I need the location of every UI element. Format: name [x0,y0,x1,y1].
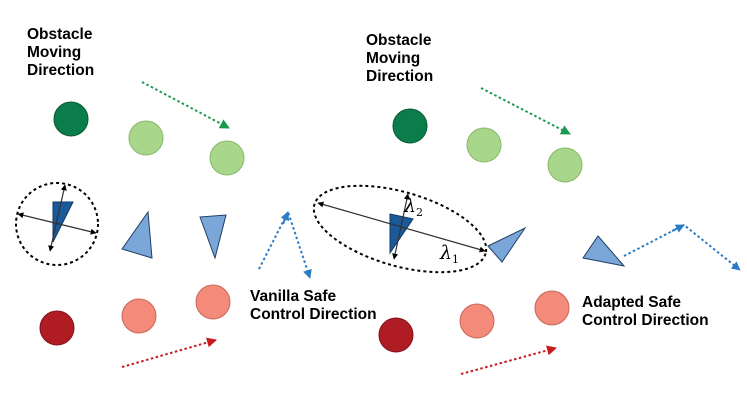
right-agent-dark-triangle [389,213,414,255]
left-obstacle-light-green-2 [209,140,245,176]
right-control-direction-arrow-tip [671,224,685,233]
left-control-direction-arrow-tip [280,211,290,225]
left-safety-circle [15,182,99,266]
right-obstacle-label-line-2: Moving [366,50,421,67]
right-hazard-dark-red [378,317,414,353]
right-obstacle-direction-arrow [480,87,571,135]
vanilla-label-line-1: Vanilla Safe [250,288,337,305]
right-control-direction-arrow [623,223,741,271]
left-agent-light-triangle-1 [121,210,153,259]
left-obstacle-dark-green [53,101,89,137]
right-agent-light-triangle-2 [582,235,626,267]
right-red-direction-arrow [460,345,557,375]
right-axis-lambda2 [392,193,410,260]
left-hazard-light-red-1 [121,298,157,334]
lambda-2-label: λ2 [403,195,423,219]
left-red-direction-arrow [121,337,217,368]
adapted-label-line-2: Control Direction [582,312,709,329]
right-safety-ellipse [312,184,488,274]
left-agent-light-triangle-2 [199,214,227,260]
left-axis-2 [48,184,67,252]
right-obstacle-dark-green [392,108,428,144]
right-agent-light-triangle-1 [487,226,527,263]
left-obstacle-direction-label: Obstacle Moving Direction [27,26,94,80]
lambda-1-label: λ1 [439,242,459,266]
left-control-direction-arrow [258,209,312,279]
left-hazard-light-red-2 [195,284,231,320]
right-obstacle-label-line-3: Direction [366,68,434,85]
left-obstacle-label-line-2: Moving [27,44,82,61]
vanilla-label-line-2: Control Direction [250,306,377,323]
adapted-control-direction-label: Adapted Safe Control Direction [582,294,709,330]
right-hazard-light-red-2 [534,290,570,326]
left-obstacle-light-green-1 [128,120,164,156]
left-obstacle-label-line-1: Obstacle [27,26,93,43]
right-obstacle-light-green-1 [466,127,502,163]
right-obstacle-light-green-2 [547,147,583,183]
right-obstacle-label-line-1: Obstacle [366,32,432,49]
right-panel: λ1 λ2 [312,87,741,375]
left-hazard-dark-red [39,310,75,346]
left-obstacle-direction-arrow [141,81,230,129]
adapted-label-line-1: Adapted Safe [582,294,682,311]
vanilla-control-direction-label: Vanilla Safe Control Direction [250,288,377,324]
left-panel [15,81,312,368]
right-obstacle-direction-label: Obstacle Moving Direction [366,32,433,86]
right-hazard-light-red-1 [459,303,495,339]
left-obstacle-label-line-3: Direction [27,62,95,79]
